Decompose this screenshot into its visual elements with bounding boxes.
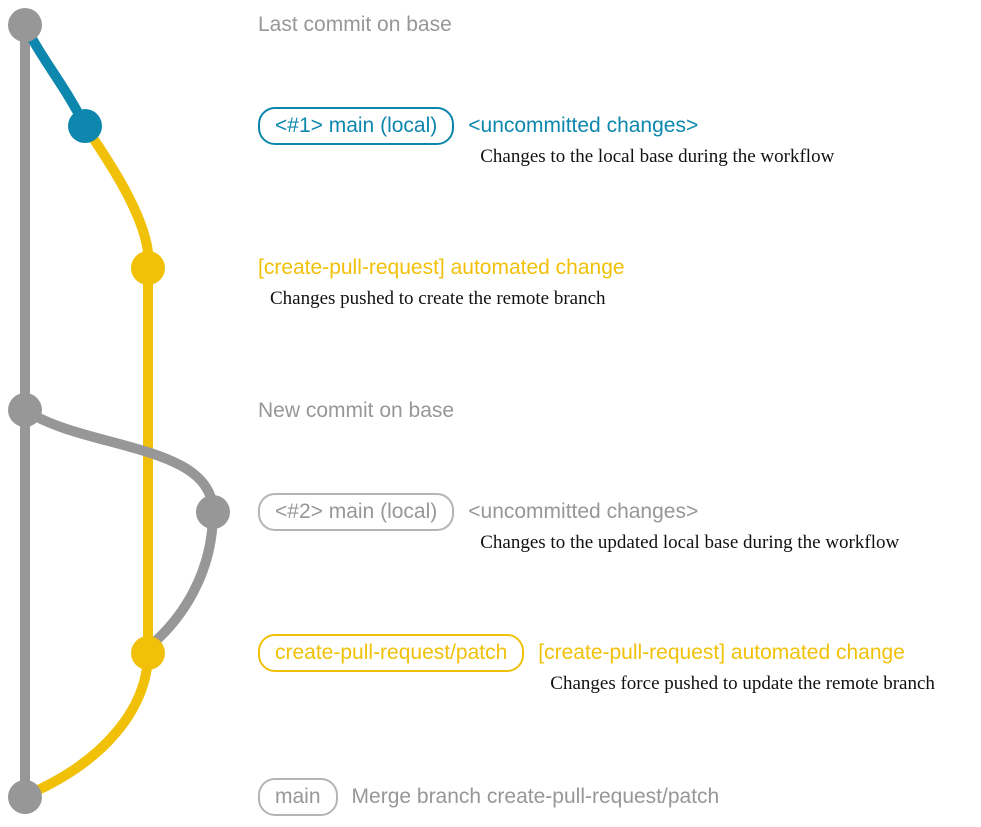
branch-create-pull-request-line [25, 123, 153, 800]
commit-description: Changes to the updated local base during… [480, 532, 900, 553]
commit-message: [create-pull-request] automated change [538, 641, 905, 664]
annotation-create-pr-commit-2: create-pull-request/patch [create-pull-r… [258, 634, 935, 696]
commit-message: Last commit on base [258, 13, 452, 36]
commit-dot-create-pr-2 [131, 636, 165, 670]
annotation-create-pr-commit-1: [create-pull-request] automated change C… [258, 249, 625, 311]
commit-message: [create-pull-request] automated change [258, 256, 625, 279]
commit-dot-main-local-2 [196, 495, 230, 529]
commit-message: <uncommitted changes> [468, 500, 699, 523]
annotation-merge-commit: main Merge branch create-pull-request/pa… [258, 778, 719, 816]
commit-message: New commit on base [258, 399, 455, 422]
annotation-main-local-1: <#1> main (local) <uncommitted changes> … [258, 107, 834, 169]
branch-badge-create-pull-request-patch: create-pull-request/patch [258, 634, 525, 672]
annotation-text-group: <uncommitted changes> Changes to the upd… [468, 493, 899, 555]
commit-description: Changes to the local base during the wor… [480, 146, 835, 167]
branch-main-local-2-line [22, 405, 219, 650]
annotation-last-commit-on-base: Last commit on base [258, 6, 452, 44]
commit-description: Changes force pushed to update the remot… [550, 673, 935, 694]
commit-dot-create-pr-1 [131, 251, 165, 285]
annotation-main-local-2: <#2> main (local) <uncommitted changes> … [258, 493, 899, 555]
commit-message: <uncommitted changes> [468, 114, 699, 137]
commit-dot-new-base [8, 393, 42, 427]
annotation-text-group: [create-pull-request] automated change C… [258, 249, 625, 311]
branch-badge-main: main [258, 778, 338, 816]
commit-dot-last-base [8, 8, 42, 42]
commit-dot-main-local-1 [68, 109, 102, 143]
commit-message: Merge branch create-pull-request/patch [351, 785, 720, 808]
annotation-text-group: <uncommitted changes> Changes to the loc… [468, 107, 834, 169]
branch-main-local-1-line [20, 22, 90, 129]
annotation-text-group: [create-pull-request] automated change C… [538, 634, 935, 696]
branch-badge-main-local-2: <#2> main (local) [258, 493, 455, 531]
annotation-new-commit-on-base: New commit on base [258, 392, 454, 430]
commit-dot-merge [8, 780, 42, 814]
commit-description: Changes pushed to create the remote bran… [270, 288, 606, 309]
branch-badge-main-local-1: <#1> main (local) [258, 107, 455, 145]
